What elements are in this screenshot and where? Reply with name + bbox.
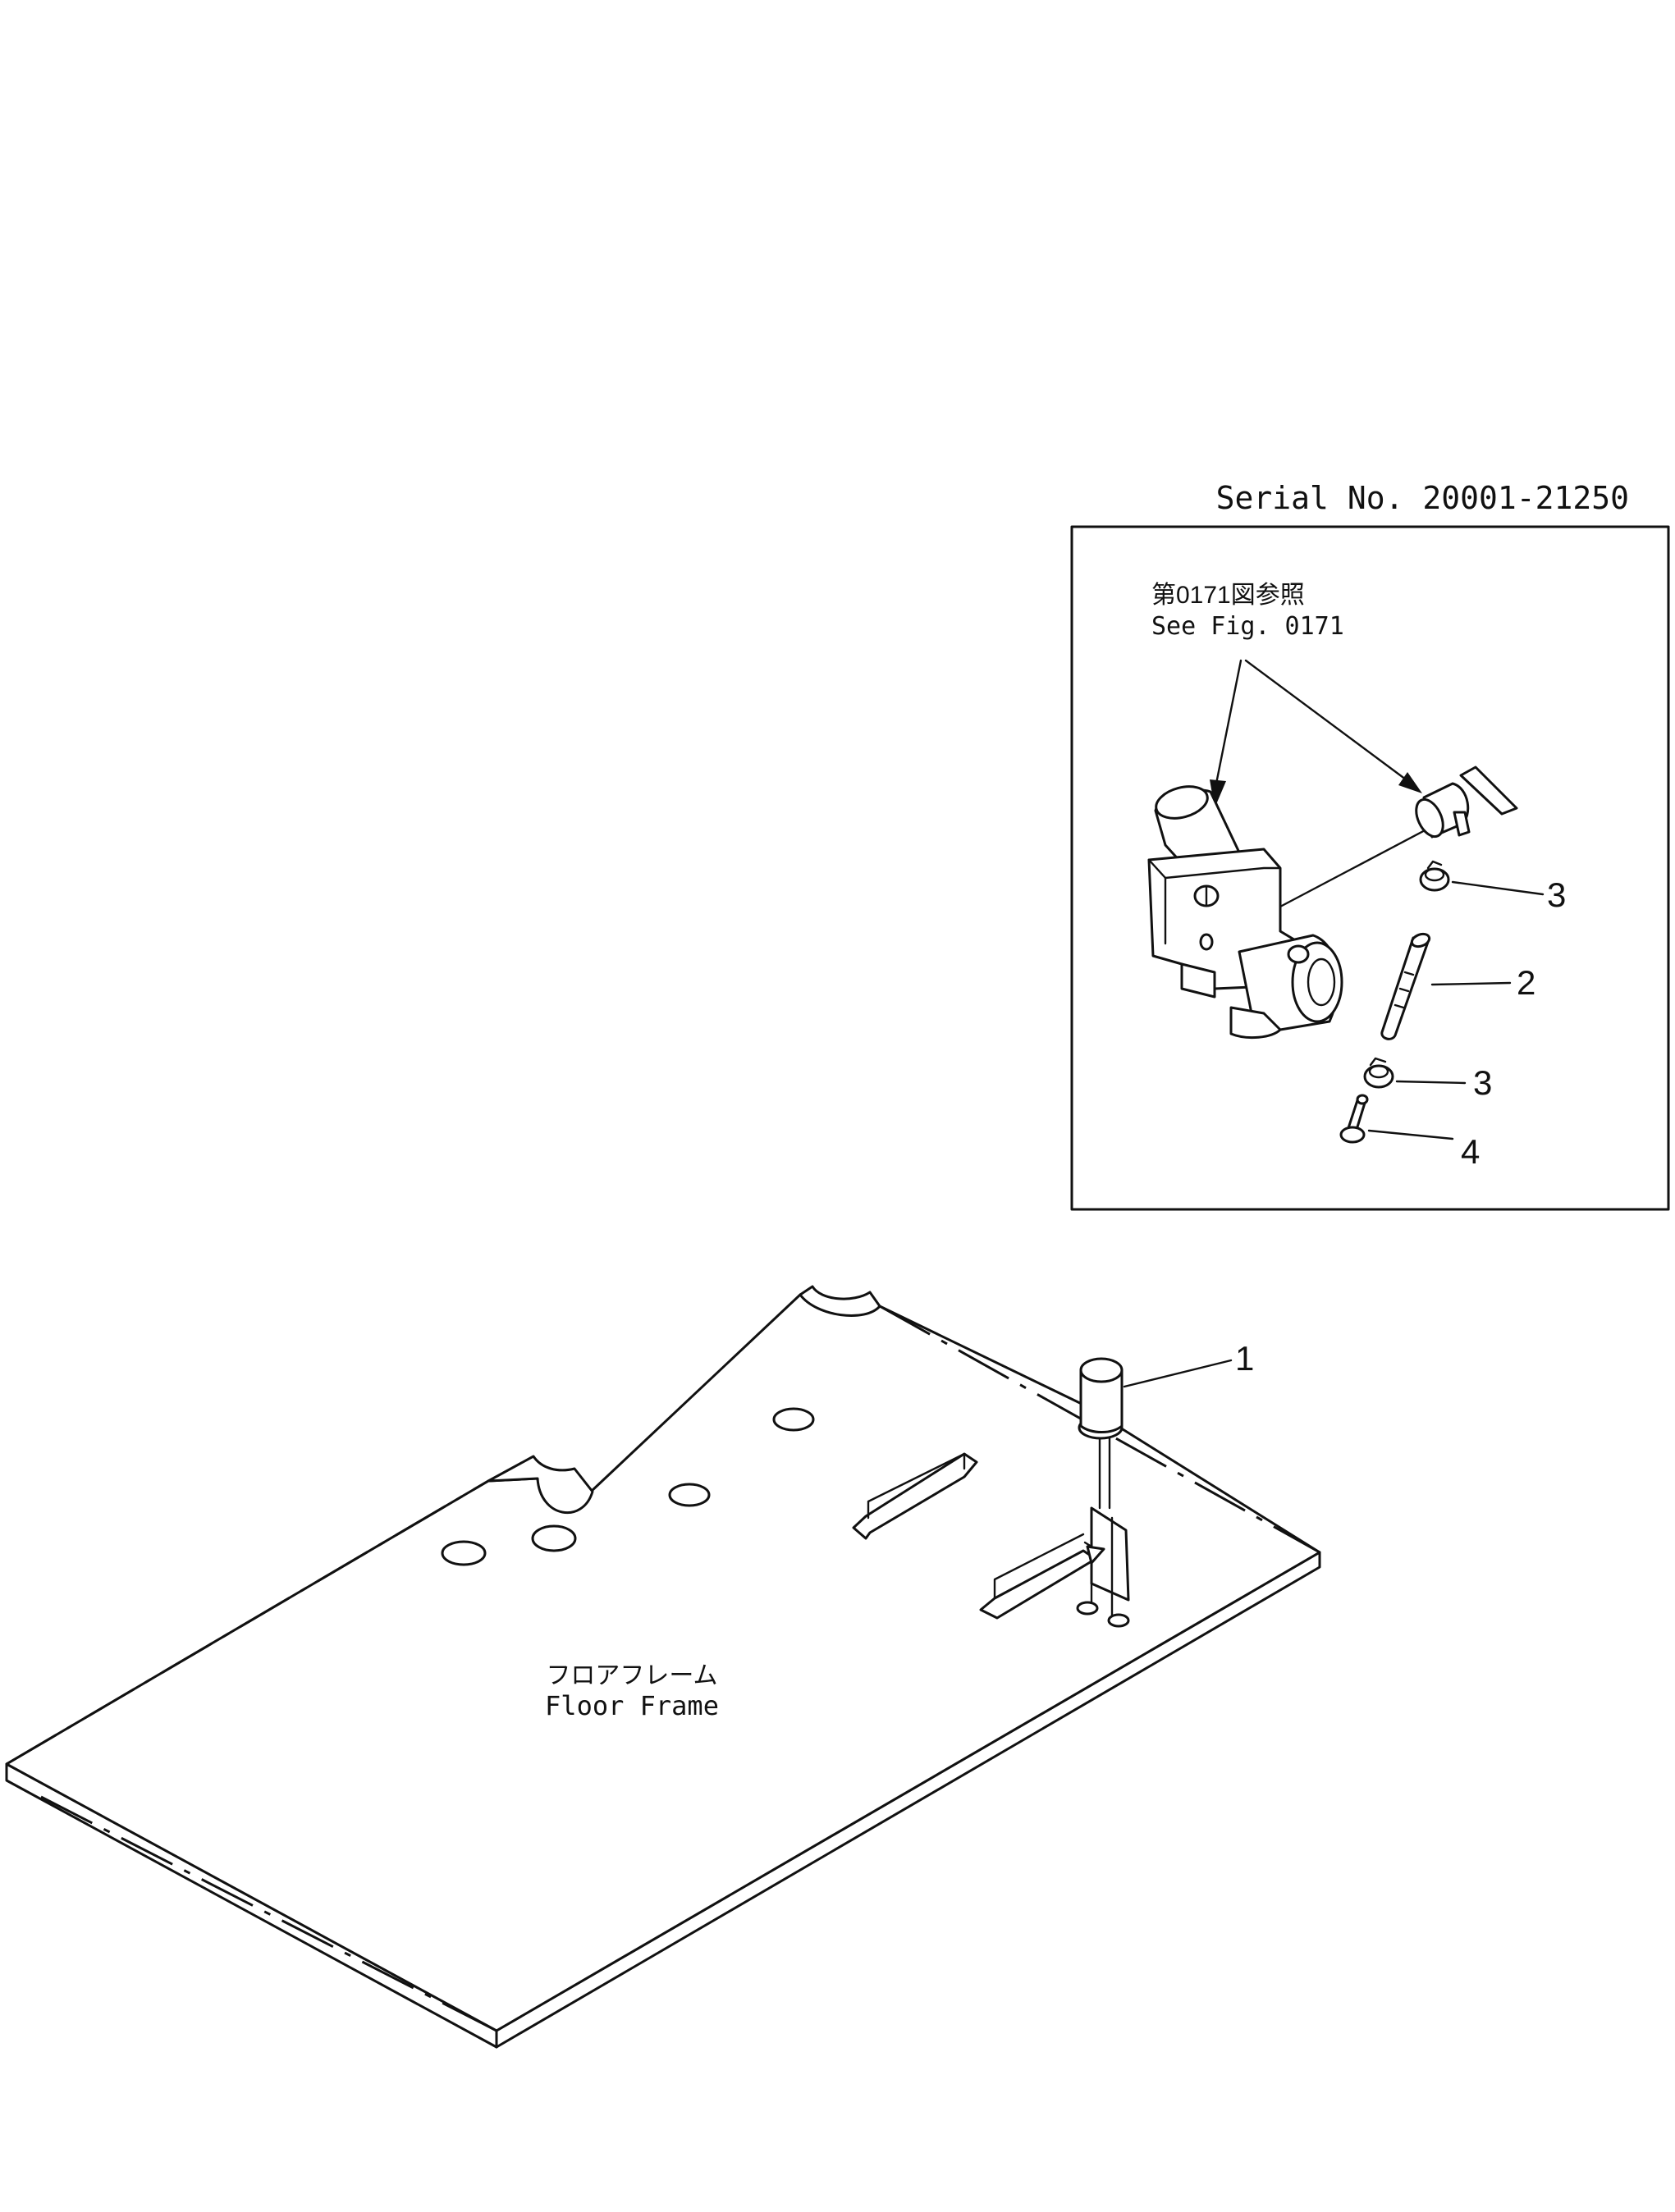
clamp-upper — [1419, 860, 1450, 892]
floor-frame-label-en: Floor Frame — [545, 1690, 719, 1721]
bracket-upper — [852, 1452, 978, 1540]
reference-arrows — [1210, 659, 1422, 808]
floor-frame-label-jp: フロアフレーム — [546, 1662, 717, 1689]
hole-b — [531, 1524, 577, 1552]
hole-c — [668, 1483, 711, 1507]
floor-frame: 1 フロアフレーム Floor Frame — [5, 1285, 1321, 2049]
serial-number: Serial No. 20001-21250 — [1216, 480, 1629, 516]
callout-4: 4 — [1461, 1132, 1480, 1171]
hole-d — [772, 1407, 815, 1432]
callout-3-lower: 3 — [1473, 1063, 1492, 1102]
callout-2: 2 — [1517, 963, 1535, 1002]
tag-stand — [1076, 1506, 1130, 1628]
inset-detail-box: 第0171図参照 See Fig. 0171 — [1070, 525, 1670, 1211]
callout-3-upper: 3 — [1547, 875, 1566, 914]
inset-border — [1070, 525, 1670, 1211]
hose — [1380, 932, 1431, 1040]
connector — [1339, 1094, 1369, 1144]
cap-part-1 — [1078, 1357, 1233, 1510]
clamp-lower — [1363, 1057, 1394, 1089]
valve-housing — [1147, 785, 1430, 1039]
drain-cock — [1415, 766, 1518, 839]
inset-reference-en: See Fig. 0171 — [1151, 612, 1344, 641]
callout-1: 1 — [1235, 1339, 1254, 1378]
hole-a — [441, 1540, 487, 1566]
inset-leader-lines — [1367, 880, 1545, 1140]
inset-reference-jp: 第0171図参照 — [1151, 582, 1305, 609]
